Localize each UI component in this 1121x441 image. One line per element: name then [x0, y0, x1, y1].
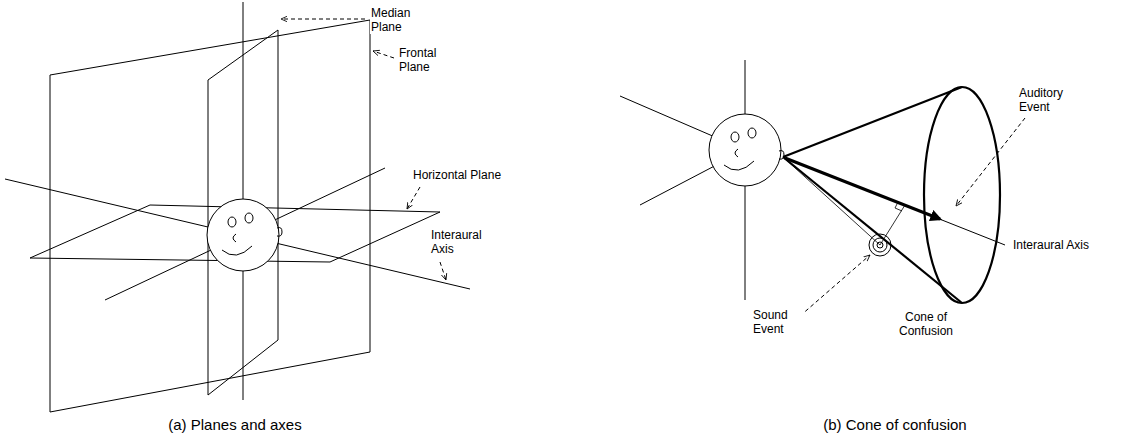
leader-line: [800, 255, 870, 316]
front-axis: [105, 168, 385, 300]
nose: [233, 234, 236, 242]
interaural-axis: [5, 179, 470, 289]
planes-and-axes: [5, 2, 470, 412]
sound-wave: [873, 238, 887, 252]
leader-line: [373, 51, 394, 58]
mouth: [222, 246, 252, 255]
head: [207, 199, 279, 271]
interaural-axis: [783, 157, 1005, 245]
leader-line: [407, 187, 420, 209]
cone-edge: [783, 87, 962, 157]
plane-label: Median Plane: [370, 6, 427, 34]
eye: [245, 213, 253, 223]
sound-source: [877, 242, 883, 248]
eye: [731, 132, 739, 142]
cone-base: [924, 87, 1000, 303]
plane-label: Frontal Plane: [398, 46, 455, 74]
event-label: Sound Event: [752, 308, 804, 336]
axis-label: Interaural Axis: [1012, 238, 1090, 252]
subfigure-caption: (a) Planes and axes: [167, 416, 302, 434]
leader-line: [440, 262, 446, 280]
auditory-arrow: [785, 158, 940, 219]
event-label: Auditory Event: [1018, 86, 1080, 114]
leader-line: [281, 19, 365, 20]
plane-label: Horizontal Plane: [412, 168, 502, 182]
eye: [748, 128, 756, 138]
axis-label: Interaural Axis: [430, 228, 502, 256]
leader-lines: [281, 19, 1025, 316]
mouth: [724, 161, 754, 170]
cone-label: Cone of Confusion: [885, 310, 967, 338]
leader-line: [956, 118, 1025, 206]
cone-figure: [620, 60, 1005, 303]
sound-wave: [869, 234, 891, 256]
head: [709, 114, 781, 186]
sound-line: [783, 157, 880, 245]
eye: [228, 217, 236, 227]
nose: [735, 149, 738, 157]
cone-edge: [783, 157, 962, 303]
subfigure-caption: (b) Cone of confusion: [822, 416, 967, 434]
frontal-plane: [50, 20, 370, 412]
ear: [277, 228, 282, 237]
